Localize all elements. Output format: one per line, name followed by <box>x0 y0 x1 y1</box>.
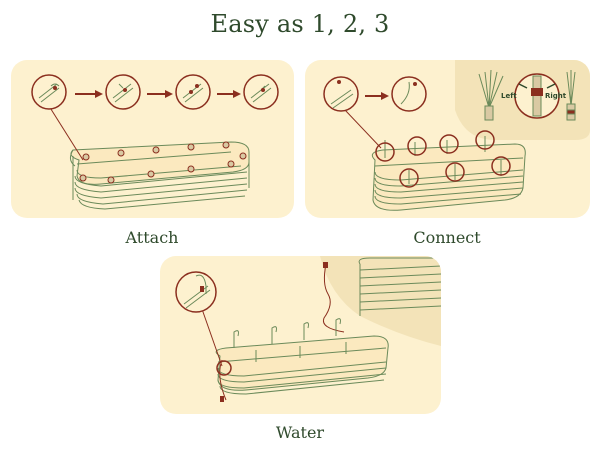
bolt-marker <box>148 171 154 177</box>
bolt-marker <box>223 142 229 148</box>
connect-illustration: Left Right <box>305 60 590 218</box>
bolt-marker <box>118 150 124 156</box>
connect-caption: Connect <box>347 228 547 247</box>
attach-panel <box>11 60 294 218</box>
page-title: Easy as 1, 2, 3 <box>0 10 600 38</box>
attach-illustration <box>11 60 294 218</box>
bolt-marker <box>83 154 89 160</box>
bolt-marker <box>153 147 159 153</box>
nozzle-left-label: Left <box>501 92 517 100</box>
bolt-marker <box>228 161 234 167</box>
bolt-marker <box>188 166 194 172</box>
water-caption: Water <box>200 423 400 442</box>
bolt-marker <box>240 153 246 159</box>
nozzle-right-label: Right <box>545 92 567 100</box>
attach-caption: Attach <box>52 228 252 247</box>
zoom-circle-icon <box>244 75 278 109</box>
zoom-circle-icon <box>32 75 66 109</box>
zoom-circle-icon <box>106 75 140 109</box>
bolt-marker <box>188 144 194 150</box>
water-panel <box>160 256 441 414</box>
connect-panel: Left Right <box>305 60 590 218</box>
zoom-circle-icon <box>176 272 216 312</box>
bolt-marker <box>80 175 86 181</box>
bolt-marker <box>108 177 114 183</box>
water-illustration <box>160 256 441 414</box>
